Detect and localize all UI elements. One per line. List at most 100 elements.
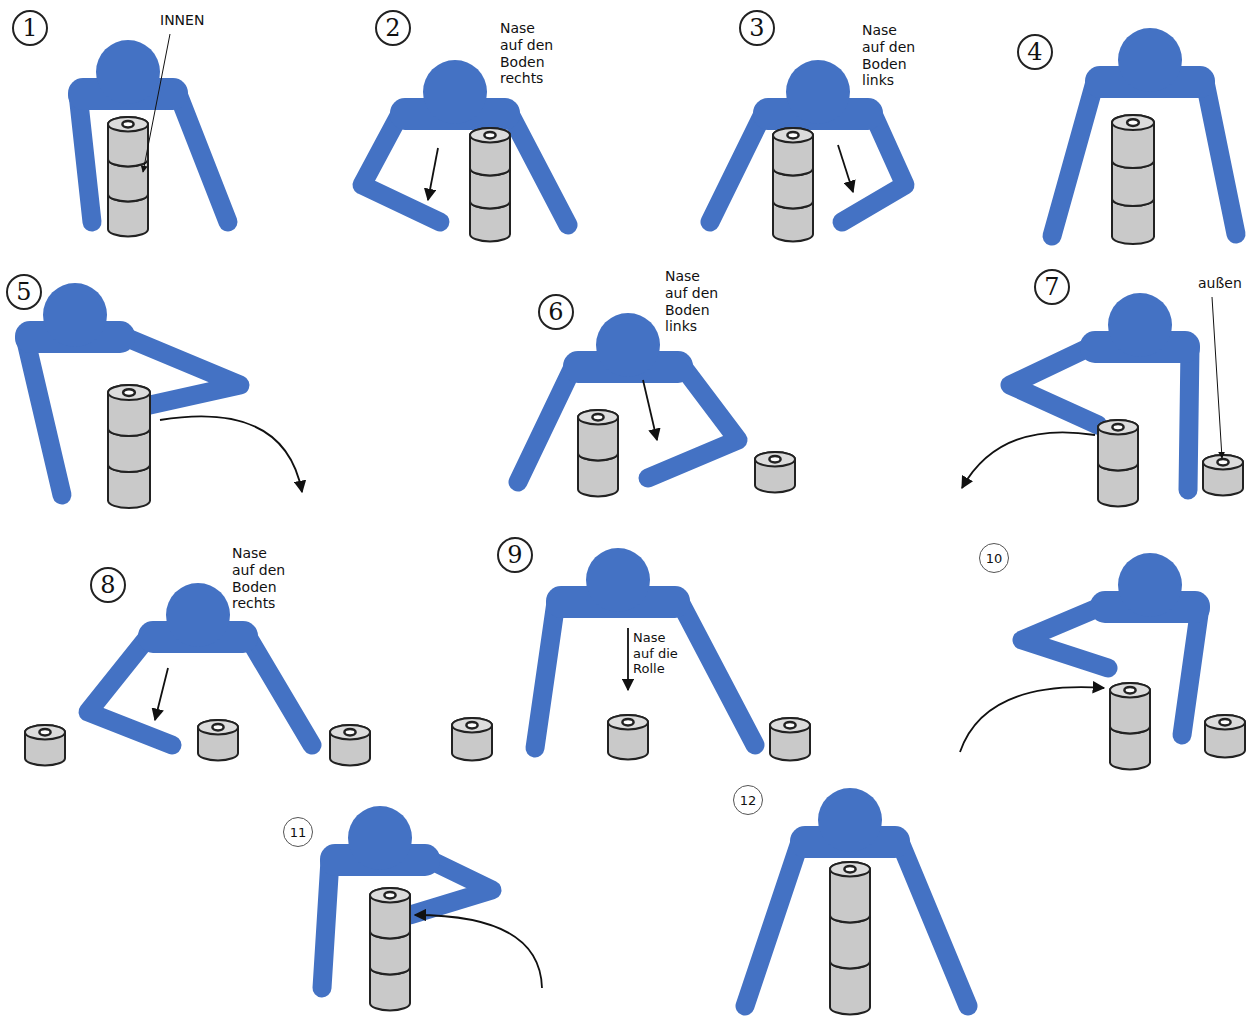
step-number: 8: [90, 567, 126, 603]
roll-top: [608, 715, 648, 729]
step-number: 6: [538, 294, 574, 330]
stick-figure: [15, 283, 240, 495]
arm: [710, 114, 763, 222]
motion-arrow: [428, 148, 438, 200]
instruction-note: Nase auf den Boden rechts: [232, 545, 290, 612]
paper-roll: [608, 715, 648, 759]
roll-top: [770, 718, 810, 732]
arm: [648, 367, 738, 478]
roll-body: [330, 725, 370, 765]
motion-arrow: [838, 145, 853, 192]
roll-body: [452, 718, 492, 760]
step-number-text: 1: [22, 16, 37, 40]
label-text: Nase auf den Boden links: [665, 268, 718, 334]
roll-body: [830, 862, 870, 922]
roll-hole: [484, 132, 495, 138]
step-number: 11: [283, 817, 313, 847]
arm: [510, 114, 568, 225]
arm: [78, 94, 92, 222]
step-number: 2: [375, 10, 411, 46]
step-number-text: 11: [290, 826, 307, 839]
paper-roll: [755, 452, 795, 492]
callout-label: INNEN: [160, 12, 230, 29]
step-number-text: 8: [100, 573, 115, 597]
roll-body: [773, 128, 813, 175]
stick-figure: [1022, 553, 1210, 735]
motion-arrow: [415, 915, 542, 988]
paper-roll: [198, 720, 238, 760]
leader-line: [1212, 297, 1222, 458]
step-number: 9: [497, 537, 533, 573]
head: [818, 788, 882, 852]
step-number-text: 3: [749, 16, 764, 40]
head: [586, 548, 650, 612]
roll-hole: [466, 722, 477, 728]
arm: [362, 114, 440, 222]
roll-body: [470, 128, 510, 175]
arm: [248, 637, 312, 745]
step-number: 5: [6, 274, 42, 310]
stick-figure: [320, 806, 492, 988]
arrows: [143, 34, 1222, 988]
paper-roll: [1205, 715, 1245, 757]
step-number-text: 9: [507, 543, 522, 567]
roll-top: [1205, 715, 1245, 729]
roll-top: [108, 117, 148, 131]
roll-body: [770, 718, 810, 760]
step-number: 4: [1017, 34, 1053, 70]
roll-top: [755, 452, 795, 466]
label-text: außen: [1198, 275, 1242, 291]
roll-top: [830, 862, 870, 876]
roll-top: [1112, 115, 1154, 130]
roll-hole: [1112, 424, 1123, 430]
paper-roll: [1203, 455, 1243, 495]
roll-top: [330, 725, 370, 739]
step-number-text: 6: [548, 300, 563, 324]
paper-roll: [1110, 683, 1150, 769]
roll-hole: [39, 729, 50, 735]
head: [166, 583, 230, 647]
stick-figure: [88, 583, 312, 745]
label-text: Nase auf den Boden links: [862, 22, 915, 88]
head: [96, 40, 160, 104]
roll-top: [25, 725, 65, 739]
callout-label: außen: [1198, 275, 1250, 292]
motion-arrow: [160, 416, 302, 492]
roll-hole: [1219, 719, 1230, 725]
arm: [25, 337, 62, 495]
arm: [1205, 82, 1236, 234]
roll-top: [370, 888, 410, 902]
step-number-text: 5: [16, 280, 31, 304]
step-number-text: 12: [740, 794, 757, 807]
roll-top: [198, 720, 238, 734]
instruction-note: Nase auf den Boden rechts: [500, 20, 558, 87]
stick-figure: [68, 40, 228, 222]
roll-hole: [622, 719, 633, 725]
head: [786, 60, 850, 124]
paper-roll: [108, 385, 150, 508]
roll-hole: [212, 724, 223, 730]
instruction-note: Nase auf die Rolle: [633, 630, 687, 677]
arm: [88, 637, 172, 745]
paper-roll: [1112, 115, 1154, 244]
step-number: 12: [733, 785, 763, 815]
label-text: INNEN: [160, 12, 204, 28]
arm: [842, 114, 905, 222]
roll-body: [608, 715, 648, 759]
motion-arrow: [155, 668, 168, 720]
arm: [745, 842, 800, 1006]
roll-body: [108, 385, 150, 436]
arm: [1182, 607, 1200, 735]
roll-body: [1205, 715, 1245, 757]
roll-body: [25, 725, 65, 765]
step-number-text: 4: [1027, 40, 1042, 64]
roll-hole: [769, 456, 780, 462]
head: [1118, 553, 1182, 617]
stick-figure: [1052, 28, 1236, 236]
paper-roll: [452, 718, 492, 760]
roll-body: [755, 452, 795, 492]
roll-hole: [784, 722, 795, 728]
instruction-note: Nase auf den Boden links: [862, 22, 920, 89]
